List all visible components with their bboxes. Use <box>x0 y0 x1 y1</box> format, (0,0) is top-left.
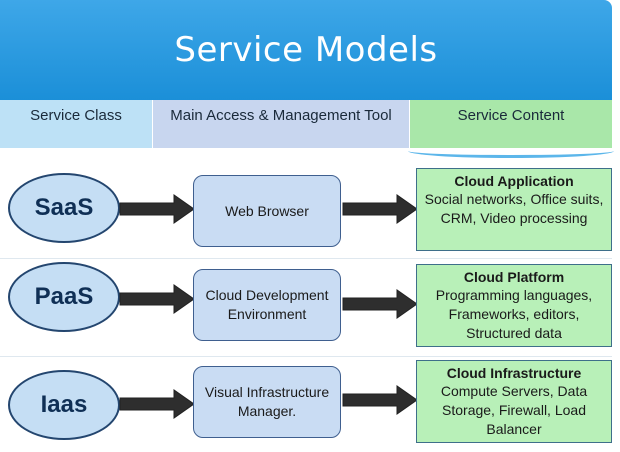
column-header-content: Service Content <box>410 100 612 148</box>
tool-label: Visual Infrastructure Manager. <box>204 384 330 419</box>
column-header-service-class: Service Class <box>0 100 153 148</box>
content-box-iaas: Cloud Infrastructure Compute Servers, Da… <box>416 360 612 443</box>
tool-label: Cloud Development Environment <box>205 287 329 322</box>
row-divider <box>0 356 612 357</box>
content-body: Compute Servers, Data Storage, Firewall,… <box>440 383 588 437</box>
arrow-right-icon <box>119 194 195 224</box>
content-body: Programming languages, Frameworks, edito… <box>435 287 593 341</box>
decorative-swoosh <box>408 144 614 158</box>
service-class-saas: SaaS <box>8 173 120 243</box>
tool-box-paas: Cloud Development Environment <box>193 269 341 341</box>
content-title: Cloud Platform <box>463 269 565 285</box>
content-box-saas: Cloud Application Social networks, Offic… <box>416 168 612 251</box>
content-title: Cloud Application <box>454 173 574 189</box>
tool-box-iaas: Visual Infrastructure Manager. <box>193 366 341 438</box>
content-body: Social networks, Office suits, CRM, Vide… <box>424 191 604 226</box>
title-banner: Service Models <box>0 0 612 100</box>
row-divider <box>0 258 612 259</box>
content-title: Cloud Infrastructure <box>446 365 582 381</box>
content-box-paas: Cloud Platform Programming languages, Fr… <box>416 264 612 347</box>
page-title: Service Models <box>174 30 438 70</box>
arrow-right-icon <box>342 194 418 224</box>
arrow-right-icon <box>342 289 418 319</box>
arrow-right-icon <box>342 385 418 415</box>
tool-box-saas: Web Browser <box>193 175 341 247</box>
service-class-paas: PaaS <box>8 262 120 332</box>
column-header-tool: Main Access & Management Tool <box>153 100 410 148</box>
arrow-right-icon <box>119 284 195 314</box>
service-class-iaas: Iaas <box>8 370 120 440</box>
tool-label: Web Browser <box>225 202 309 219</box>
arrow-right-icon <box>119 389 195 419</box>
